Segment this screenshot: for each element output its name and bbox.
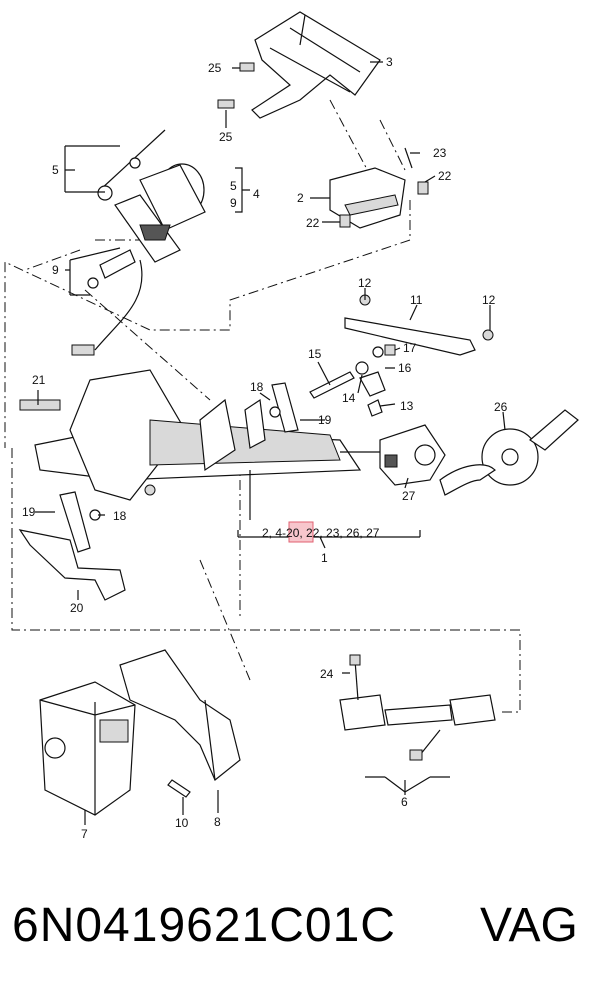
callout-11: 11 <box>410 293 423 307</box>
callout-12a: 12 <box>358 276 372 290</box>
callout-14: 14 <box>342 391 356 405</box>
bolt-25b <box>217 99 235 109</box>
callout-13: 13 <box>400 399 414 413</box>
callout-26: 26 <box>494 400 508 414</box>
group-list-prefix: 2, 4- <box>262 526 286 540</box>
callout-12b: 12 <box>482 293 496 307</box>
callout-25b: 25 <box>219 130 233 144</box>
callout-4: 4 <box>253 187 260 201</box>
callout-22b: 22 <box>306 216 320 230</box>
bolt-25a <box>239 62 255 72</box>
lower-bracket-20-part <box>18 382 299 601</box>
steering-column-part <box>19 369 390 501</box>
callout-9b: 9 <box>52 263 59 277</box>
callout-5a: 5 <box>52 163 59 177</box>
group-list-highlighted: 20, <box>286 526 303 540</box>
group-list: 2, 4-20, 22, 23, 26, 27 <box>262 526 380 540</box>
callout-23: 23 <box>433 146 447 160</box>
ignition-lock-part <box>379 424 446 486</box>
dash-outline-upper <box>11 448 521 713</box>
clamp-bracket-part <box>329 147 413 229</box>
callout-22a: 22 <box>438 169 452 183</box>
bolt-10-part <box>167 779 191 798</box>
dash-outline-link <box>199 99 406 681</box>
callout-2: 2 <box>297 191 304 205</box>
callout-19a: 19 <box>318 413 332 427</box>
callout-9a: 9 <box>230 196 237 210</box>
brand-label: VAG <box>480 899 578 952</box>
callout-27: 27 <box>402 489 416 503</box>
callout-7: 7 <box>81 827 88 841</box>
bolt-15-part <box>309 344 396 417</box>
combination-switch-part <box>439 409 579 496</box>
callout-24: 24 <box>320 667 334 681</box>
link-rod-part <box>344 294 494 356</box>
bolt-22b <box>339 214 351 228</box>
callout-5b: 5 <box>230 179 237 193</box>
callout-18b: 18 <box>113 509 127 523</box>
callout-1: 1 <box>321 551 328 565</box>
bolt-22a <box>417 181 429 195</box>
intermediate-shaft-part <box>339 654 496 761</box>
callout-19b: 19 <box>22 505 36 519</box>
callout-16: 16 <box>398 361 412 375</box>
part-number: 6N0419621C01C <box>12 899 396 952</box>
callout-6: 6 <box>401 795 408 809</box>
callout-18a: 18 <box>250 380 264 394</box>
dash-outline-mid <box>4 200 411 448</box>
callout-25a: 25 <box>208 61 222 75</box>
highlight-box <box>288 521 314 543</box>
callout-15: 15 <box>308 347 322 361</box>
control-unit-part <box>39 681 136 816</box>
callout-10: 10 <box>175 816 189 830</box>
group-list-suffix: 22, 23, 26, 27 <box>303 526 380 540</box>
callout-17: 17 <box>403 341 417 355</box>
callout-20: 20 <box>70 601 84 615</box>
dash-motor-bracket <box>24 239 211 401</box>
support-bracket-8-part <box>119 649 241 781</box>
callout-8: 8 <box>214 815 221 829</box>
leader-lines <box>35 61 506 825</box>
callout-21: 21 <box>32 373 46 387</box>
callout-labels: 25 3 25 23 22 2 22 5 5 9 4 9 12 11 12 15… <box>22 55 508 841</box>
upper-bracket-part <box>251 11 381 119</box>
callout-3: 3 <box>386 55 393 69</box>
motor-assembly-part <box>71 129 206 356</box>
